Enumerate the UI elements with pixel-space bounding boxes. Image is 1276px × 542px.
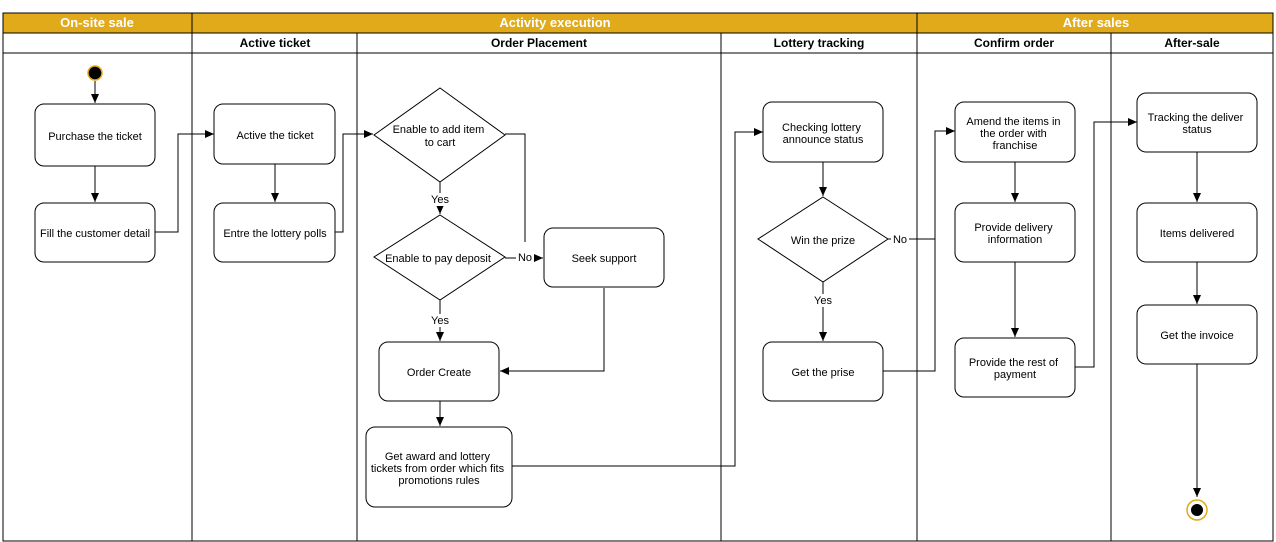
node-checking-lottery-line-1: Checking lottery	[782, 122, 861, 134]
node-amend-items[interactable]	[954, 101, 1076, 163]
node-provide-delivery[interactable]	[954, 202, 1076, 263]
edge-label-bg	[891, 233, 909, 246]
node-order-create[interactable]	[378, 341, 500, 402]
label-pay-yes: Yes	[431, 315, 449, 327]
node-amend-items-label: Amend the items in the order with franch…	[966, 116, 1063, 152]
node-get-award-label: Get award and lottery tickets from order…	[371, 451, 507, 487]
lane-after-sale: After-sale	[1164, 36, 1220, 50]
edge-addcart-no	[505, 133, 526, 242]
label-win-yes: Yes	[814, 295, 832, 307]
phase-onsite-sale: On-site sale	[60, 15, 134, 30]
node-get-award[interactable]	[365, 426, 513, 508]
node-tracking-deliver-label: Tracking the deliver status	[1148, 112, 1247, 136]
node-purchase-ticket[interactable]	[34, 103, 156, 167]
lane-active-ticket: Active ticket	[240, 36, 311, 50]
node-tracking-deliver[interactable]	[1136, 92, 1258, 153]
node-entre-lottery-label: Entre the lottery polls	[223, 228, 327, 240]
label-pay-no: No	[518, 252, 532, 264]
node-fill-customer-detail[interactable]	[34, 202, 156, 263]
edge-label-bg	[430, 314, 450, 327]
node-get-award-line-3: promotions rules	[398, 475, 480, 487]
node-entre-lottery[interactable]	[213, 202, 336, 263]
edge-win-no-to-amend	[888, 127, 955, 240]
node-items-delivered-label: Items delivered	[1160, 228, 1235, 240]
node-get-award-line-1: Get award and lottery	[385, 451, 491, 463]
node-provide-delivery-label: Provide delivery information	[974, 222, 1055, 246]
lane-body	[2, 33, 1274, 542]
phase-header: On-site sale Activity execution After sa…	[2, 12, 1274, 34]
edge-label-bg	[516, 251, 534, 264]
decision-pay-deposit-label: Enable to pay deposit	[385, 253, 491, 265]
edge-label-bg	[813, 294, 833, 307]
label-win-no: No	[893, 234, 907, 246]
node-active-ticket[interactable]	[213, 103, 336, 165]
nodes: Purchase the ticket Fill the customer de…	[34, 65, 1258, 521]
label-addcart-yes: Yes	[431, 194, 449, 206]
node-rest-payment-line-1: Provide the rest of	[969, 357, 1059, 369]
node-active-ticket-label: Active the ticket	[236, 130, 313, 142]
node-provide-delivery-line-1: Provide delivery	[974, 222, 1053, 234]
edge-award-to-lottery	[512, 128, 763, 467]
node-amend-items-line-2: the order with	[980, 128, 1047, 140]
decision-add-to-cart[interactable]	[373, 87, 506, 183]
node-tracking-deliver-line-2: status	[1182, 124, 1212, 136]
edge-prise-to-amend	[883, 131, 936, 372]
node-amend-items-line-3: franchise	[993, 140, 1038, 152]
edge-label-bg	[430, 193, 450, 206]
edge-labels: Yes No Yes Yes No	[430, 193, 909, 327]
node-rest-payment-label: Provide the rest of payment	[969, 357, 1061, 381]
decision-add-to-cart-line-1: Enable to add item	[393, 124, 485, 136]
end-node	[1191, 504, 1203, 516]
lane-body-border	[2, 52, 1274, 542]
node-tracking-deliver-line-1: Tracking the deliver	[1148, 112, 1244, 124]
node-seek-support[interactable]	[543, 227, 665, 288]
edge-payment-to-tracking	[1075, 118, 1137, 368]
lane-confirm-order: Confirm order	[974, 36, 1054, 50]
decision-add-to-cart-label: Enable to add item to cart	[393, 124, 488, 149]
node-amend-items-line-1: Amend the items in	[966, 116, 1060, 128]
node-rest-payment[interactable]	[954, 337, 1076, 398]
lane-header: Active ticket Order Placement Lottery tr…	[2, 32, 1274, 54]
node-checking-lottery-line-2: announce status	[783, 134, 864, 146]
phase-after-sales: After sales	[1063, 15, 1129, 30]
node-get-invoice[interactable]	[1136, 304, 1258, 365]
node-seek-support-label: Seek support	[572, 253, 637, 265]
decision-pay-deposit[interactable]	[373, 214, 506, 301]
node-provide-delivery-line-2: information	[988, 234, 1042, 246]
lane-order-placement: Order Placement	[491, 36, 587, 50]
decision-add-to-cart-line-2: to cart	[425, 137, 456, 149]
phase-activity-execution: Activity execution	[499, 15, 610, 30]
edge-support-to-order	[500, 288, 605, 375]
edge-entre-to-addcart	[335, 130, 373, 233]
node-purchase-ticket-label: Purchase the ticket	[48, 131, 142, 143]
node-order-create-label: Order Create	[407, 367, 471, 379]
lane-header-row	[2, 32, 1274, 54]
node-items-delivered[interactable]	[1136, 202, 1258, 263]
node-checking-lottery-label: Checking lottery announce status	[782, 122, 864, 146]
edge-fill-to-active	[155, 130, 214, 233]
node-checking-lottery[interactable]	[762, 101, 884, 163]
node-get-prise-label: Get the prise	[792, 367, 855, 379]
node-fill-customer-detail-label: Fill the customer detail	[40, 228, 150, 240]
decision-win-prize-label: Win the prize	[791, 235, 855, 247]
node-get-invoice-label: Get the invoice	[1160, 330, 1233, 342]
decision-win-prize[interactable]	[757, 196, 889, 283]
node-get-prise[interactable]	[762, 341, 884, 402]
node-rest-payment-line-2: payment	[994, 369, 1036, 381]
lane-lottery-tracking: Lottery tracking	[774, 36, 865, 50]
start-node	[87, 65, 103, 81]
node-get-award-line-2: tickets from order which fits	[371, 463, 505, 475]
